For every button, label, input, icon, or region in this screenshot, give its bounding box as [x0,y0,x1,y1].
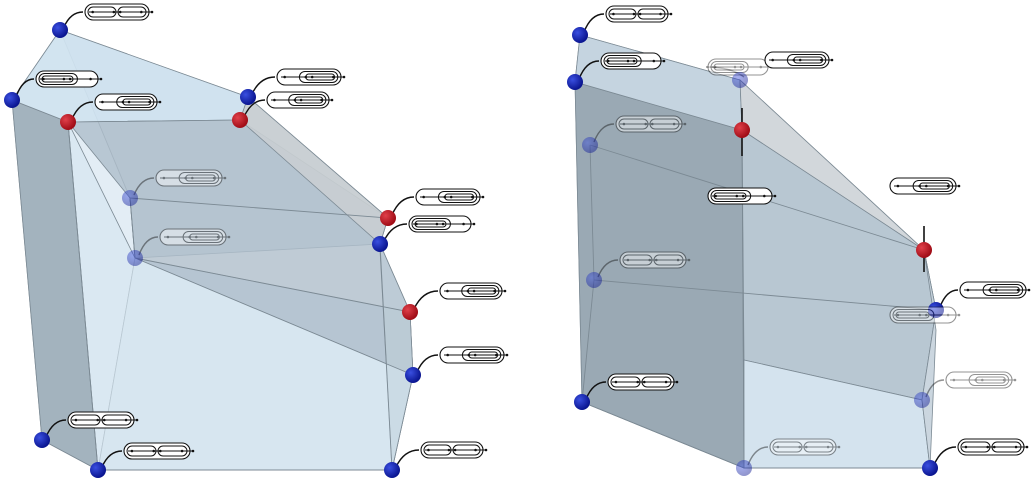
right-vertex-blue [732,72,748,88]
left-vertex-blue [34,432,50,448]
left-vertex-red [402,304,418,320]
leader-line [416,354,439,373]
left-vertex-blue [127,250,143,266]
right-vertex-glyph [600,52,666,70]
left-vertex-blue [122,190,138,206]
left-vertex-glyph [439,346,509,364]
left-vertex-glyph [155,169,227,187]
leader-line [583,13,605,33]
leader-line [413,290,439,310]
left-vertex-glyph [415,188,485,206]
left-vertex-glyph [35,70,103,88]
left-vertex-blue [372,236,388,252]
right-vertex-glyph [605,5,673,23]
left-vertex-blue [52,22,68,38]
right-vertex-glyph [619,251,691,269]
left-vertex-glyph [439,282,507,300]
right-vertex-blue [928,302,944,318]
left-vertex-red [60,114,76,130]
right-vertex-glyph [607,373,679,391]
right-vertex-blue [914,392,930,408]
left-vertex-glyph [266,91,334,109]
leader-line [933,446,957,466]
right-vertex-blue [574,394,590,410]
right-polytope [574,34,937,469]
left-vertex-blue [384,462,400,478]
right-face-left-dark [574,81,745,469]
right-vertex-blue [567,74,583,90]
left-vertex-blue [405,367,421,383]
right-vertex-blue [922,460,938,476]
right-floating-glyph [889,306,961,324]
left-vertex-glyph [123,442,195,460]
right-vertex-red [734,122,750,138]
right-face-slant [741,129,937,401]
left-vertex-glyph [408,215,476,233]
leader-line [391,196,415,216]
leader-line [383,223,408,242]
right-floating-glyph [707,187,777,205]
left-vertex-blue [90,462,106,478]
left-vertex-glyph [420,441,488,459]
right-vertex-blue [736,460,752,476]
left-edges [67,121,411,471]
left-vertex-blue [4,92,20,108]
right-floating-glyph [764,51,834,69]
left-vertex-glyph [84,3,154,21]
left-vertex-glyph [67,411,139,429]
left-vertex-glyph [276,68,346,86]
right-vertex-glyph [959,281,1031,299]
left-vertex-red [232,112,248,128]
right-vertex-red [916,242,932,258]
right-vertex-blue [572,27,588,43]
right-vertex-glyph [945,371,1017,389]
left-vertex-blue [240,89,256,105]
leader-line [939,289,959,308]
right-vertex-glyph [957,438,1029,456]
leader-line [395,449,420,468]
left-vertex-glyph [94,93,162,111]
right-vertex-glyph [615,115,687,133]
vertex-layer [4,3,1031,478]
leader-line [63,11,84,28]
left-vertex-red [380,210,396,226]
right-floating-glyph [889,177,961,195]
right-vertex-glyph [769,438,841,456]
leader-line [251,76,276,95]
right-vertex-blue [586,272,602,288]
right-vertex-blue [582,137,598,153]
left-polytope [11,29,414,471]
left-vertex-glyph [159,228,231,246]
